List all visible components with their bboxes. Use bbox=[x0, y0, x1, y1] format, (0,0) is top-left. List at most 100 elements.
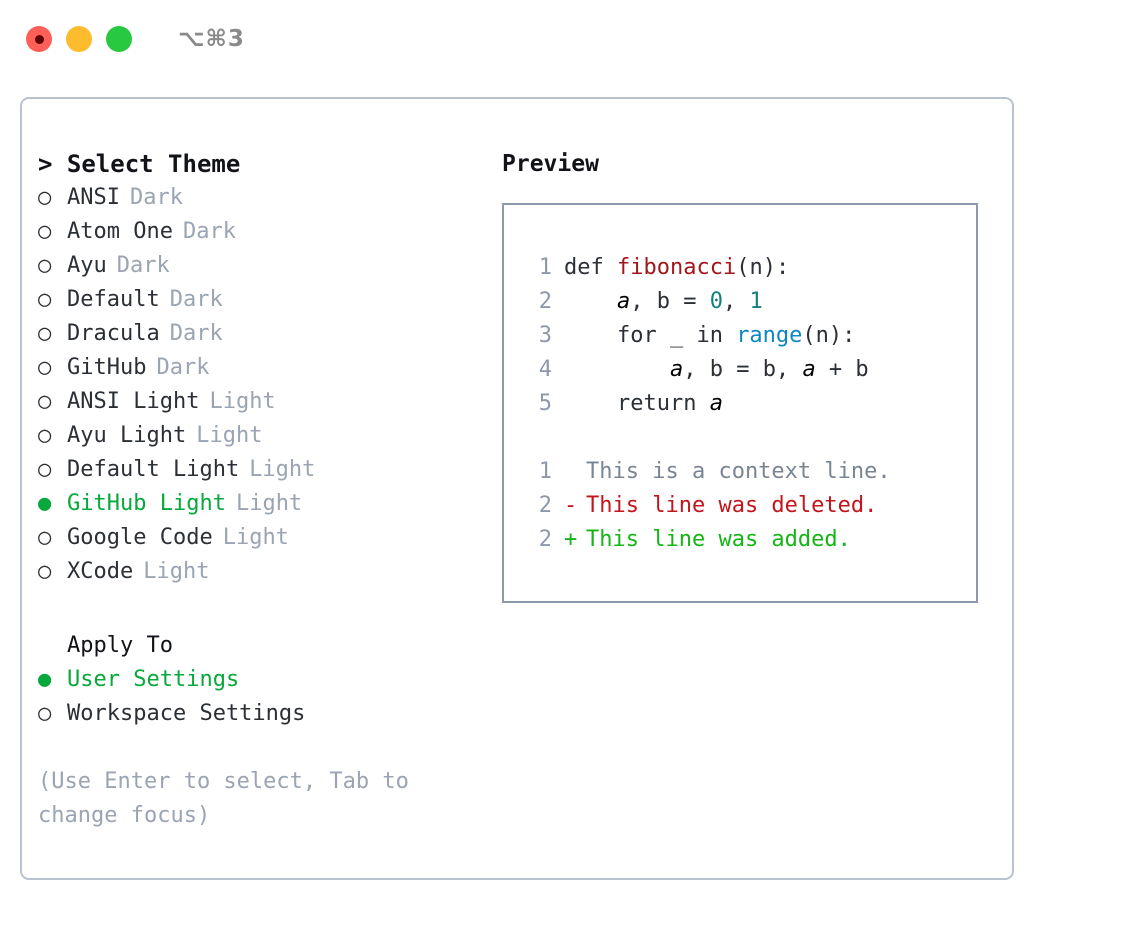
code-token: , b = bbox=[630, 289, 710, 314]
diff-line: 1 This is a context line. bbox=[524, 455, 976, 489]
radio-unselected-icon: ○ bbox=[38, 287, 52, 312]
minimize-button-icon[interactable] bbox=[66, 26, 92, 52]
theme-variant-tag: Light bbox=[209, 389, 276, 414]
code-token: a bbox=[616, 289, 631, 314]
record-dot-icon bbox=[34, 34, 44, 44]
keyboard-shortcut-label: ⌥⌘3 bbox=[178, 26, 245, 52]
apply-to-option-label: Workspace Settings bbox=[67, 701, 306, 726]
radio-unselected-icon: ○ bbox=[38, 525, 52, 550]
code-token: a bbox=[802, 357, 816, 382]
theme-option-label: Ayu Light bbox=[67, 423, 187, 448]
diff-marker: + bbox=[564, 527, 578, 552]
code-token: , bbox=[722, 289, 750, 314]
code-token: def bbox=[564, 255, 617, 280]
radio-unselected-icon: ○ bbox=[38, 185, 52, 210]
code-token: (n): bbox=[736, 255, 790, 280]
theme-option-label: Google Code bbox=[67, 525, 213, 550]
theme-variant-tag: Dark bbox=[116, 253, 170, 278]
theme-option-label: Dracula bbox=[67, 321, 160, 346]
apply-to-option-workspace-settings[interactable]: ○Workspace Settings bbox=[38, 697, 478, 731]
theme-option-ansi[interactable]: ○ ANSI Dark bbox=[38, 181, 478, 215]
code-token: fibonacci bbox=[616, 255, 737, 280]
close-button-icon[interactable] bbox=[26, 26, 52, 52]
theme-variant-tag: Dark bbox=[129, 185, 183, 210]
radio-selected-icon: ● bbox=[38, 667, 52, 692]
theme-variant-tag: Light bbox=[235, 491, 303, 516]
select-theme-heading: > Select Theme bbox=[38, 150, 241, 178]
code-token: , b = b, bbox=[683, 357, 803, 382]
code-token: range bbox=[736, 323, 803, 348]
theme-variant-tag: Light bbox=[143, 559, 210, 584]
apply-to-heading: Apply To bbox=[67, 633, 173, 658]
code-diff-separator bbox=[524, 421, 976, 455]
radio-unselected-icon: ○ bbox=[38, 559, 52, 584]
diff-line-number: 2 bbox=[538, 493, 552, 518]
theme-option-label: GitHub bbox=[67, 355, 147, 380]
section-spacer bbox=[38, 589, 478, 629]
code-token: return bbox=[564, 391, 710, 416]
radio-unselected-icon: ○ bbox=[38, 389, 52, 414]
window-titlebar: ⌥⌘3 bbox=[0, 0, 1140, 78]
radio-unselected-icon: ○ bbox=[38, 457, 52, 482]
radio-unselected-icon: ○ bbox=[38, 219, 52, 244]
code-line-number: 1 bbox=[538, 255, 552, 280]
theme-variant-tag: Light bbox=[196, 423, 263, 448]
theme-variant-tag: Dark bbox=[169, 321, 223, 346]
code-line-number: 5 bbox=[538, 391, 552, 416]
radio-unselected-icon: ○ bbox=[38, 253, 52, 278]
code-line-number: 4 bbox=[538, 357, 552, 382]
code-token: + b bbox=[815, 357, 869, 382]
radio-selected-icon: ● bbox=[38, 491, 52, 516]
code-token: a bbox=[669, 357, 684, 382]
apply-to-option-list: ● User Settings ○Workspace Settings bbox=[38, 663, 478, 731]
maximize-button-icon[interactable] bbox=[106, 26, 132, 52]
apply-to-option-label: User Settings bbox=[67, 667, 240, 692]
theme-variant-tag: Light bbox=[249, 457, 316, 482]
apply-to-option-user-settings[interactable]: ● User Settings bbox=[38, 663, 478, 697]
code-token bbox=[564, 353, 670, 387]
code-token: 1 bbox=[749, 289, 763, 314]
hint-spacer bbox=[38, 731, 478, 765]
theme-option-label: ANSI bbox=[67, 185, 120, 210]
code-line: 1 def fibonacci(n): bbox=[524, 251, 976, 285]
theme-variant-tag: Dark bbox=[169, 287, 223, 312]
theme-option-default-light[interactable]: ○ Default Light Light bbox=[38, 453, 478, 487]
diff-line-text: This is a context line. bbox=[586, 459, 891, 484]
code-token: a bbox=[709, 391, 723, 416]
theme-option-label: Default Light bbox=[67, 457, 240, 482]
code-line: 2 a, b = 0, 1 bbox=[524, 285, 976, 319]
preview-heading: Preview bbox=[502, 151, 599, 177]
theme-option-label: ANSI Light bbox=[67, 389, 200, 414]
code-line: 5 return a bbox=[524, 387, 976, 421]
code-line-number: 2 bbox=[538, 289, 552, 314]
diff-line-number: 1 bbox=[538, 459, 552, 484]
code-line: 4 a, b = b, a + b bbox=[524, 353, 976, 387]
diff-marker: - bbox=[564, 493, 578, 518]
code-line: 3 for _ in range(n): bbox=[524, 319, 976, 353]
code-line-number: 3 bbox=[538, 323, 552, 348]
code-token: (n): bbox=[802, 323, 856, 348]
diff-line-text: This line was deleted. bbox=[586, 493, 878, 518]
radio-unselected-icon: ○ bbox=[38, 355, 52, 380]
diff-line-text: This line was added. bbox=[586, 527, 851, 552]
theme-option-ansi-light[interactable]: ○ ANSI Light Light bbox=[38, 385, 478, 419]
diff-sample: 1 This is a context line. 2-This line was… bbox=[524, 455, 976, 557]
diff-line: 2+This line was added. bbox=[524, 523, 976, 557]
diff-marker bbox=[564, 455, 586, 489]
theme-option-label: Atom One bbox=[67, 219, 173, 244]
traffic-light-buttons bbox=[26, 26, 132, 52]
